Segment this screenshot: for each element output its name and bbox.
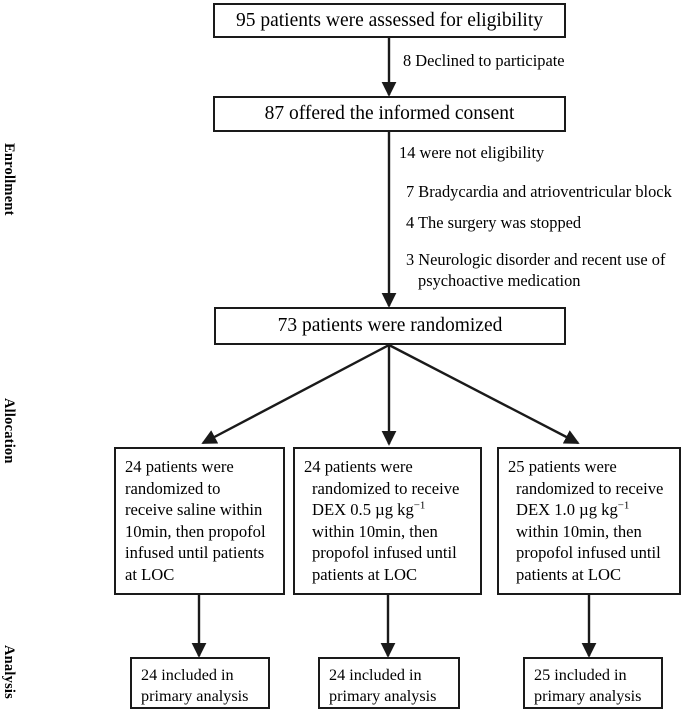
analysis-saline-line1: 24 included in	[141, 666, 234, 684]
analysis-dex10-line2: primary analysis	[534, 687, 642, 706]
allocation-dex10-line6: patients at LOC	[516, 564, 622, 584]
allocation-dex10-line2: randomized to receive	[516, 478, 664, 498]
box-allocation-dex-0-5: 24 patients were randomized to receive D…	[293, 447, 482, 595]
box-randomized-label: 73 patients were randomized	[277, 315, 503, 337]
note-not-eligible: 14 were not eligibility	[399, 143, 545, 162]
analysis-dex05-line1: 24 included in	[329, 666, 422, 684]
box-offered-informed-consent: 87 offered the informed consent	[213, 96, 566, 132]
allocation-dex05-line2: randomized to receive	[312, 478, 460, 498]
allocation-dex10-line3: DEX 1.0 µg kg−1	[516, 499, 679, 521]
allocation-saline-line1: 24 patients were	[125, 457, 234, 476]
box-allocation-dex-1-0: 25 patients were randomized to receive D…	[497, 447, 681, 595]
note-neurologic-disorder-line1: 3 Neurologic disorder and recent use of	[406, 250, 666, 269]
allocation-dex05-line4: within 10min, then	[312, 521, 438, 541]
allocation-dex10-exponent: −1	[617, 499, 630, 512]
box-analysis-dex-0-5: 24 included in primary analysis	[318, 657, 460, 709]
allocation-dex05-dose: DEX 0.5 µg kg	[312, 500, 414, 520]
allocation-saline-line5: infused until patients	[125, 543, 265, 563]
allocation-dex05-exponent: −1	[413, 499, 426, 512]
stage-label-allocation: Allocation	[1, 398, 17, 464]
note-surgery-stopped: 4 The surgery was stopped	[406, 213, 582, 232]
box-assessed-label: 95 patients were assessed for eligibilit…	[235, 9, 544, 31]
box-analysis-dex-1-0: 25 included in primary analysis	[523, 657, 663, 709]
box-allocation-saline: 24 patients were randomized to receive s…	[114, 447, 285, 595]
stage-label-analysis: Analysis	[1, 645, 17, 699]
box-analysis-saline: 24 included in primary analysis	[130, 657, 270, 709]
analysis-dex05-line2: primary analysis	[329, 687, 437, 706]
allocation-saline-line2: randomized to	[125, 478, 221, 498]
connector-randomized-to-group1	[201, 343, 390, 445]
note-bradycardia: 7 Bradycardia and atrioventricular block	[406, 182, 672, 201]
analysis-saline-line2: primary analysis	[141, 687, 249, 706]
allocation-dex10-dose: DEX 1.0 µg kg	[516, 500, 618, 520]
note-declined-to-participate: 8 Declined to participate	[403, 51, 565, 70]
allocation-dex05-line1: 24 patients were	[304, 457, 413, 476]
allocation-saline-line4: 10min, then propofol	[125, 521, 266, 541]
connector-randomized-to-group3	[388, 343, 580, 445]
stage-label-enrollment: Enrollment	[1, 143, 17, 216]
allocation-dex10-line5: propofol infused until	[516, 543, 661, 563]
allocation-dex10-line4: within 10min, then	[516, 521, 642, 541]
box-patients-randomized: 73 patients were randomized	[214, 307, 566, 345]
allocation-dex05-line5: propofol infused until	[312, 543, 457, 563]
box-assessed-for-eligibility: 95 patients were assessed for eligibilit…	[213, 3, 566, 38]
allocation-saline-line3: receive saline within	[125, 500, 263, 520]
allocation-saline-line6: at LOC	[125, 564, 175, 584]
allocation-dex10-line1: 25 patients were	[508, 457, 617, 476]
note-neurologic-disorder-line2: psychoactive medication	[418, 271, 581, 290]
allocation-dex05-line3: DEX 0.5 µg kg−1	[312, 499, 480, 521]
analysis-dex10-line1: 25 included in	[534, 666, 627, 684]
box-consent-label: 87 offered the informed consent	[264, 103, 515, 125]
allocation-dex05-line6: patients at LOC	[312, 564, 418, 584]
